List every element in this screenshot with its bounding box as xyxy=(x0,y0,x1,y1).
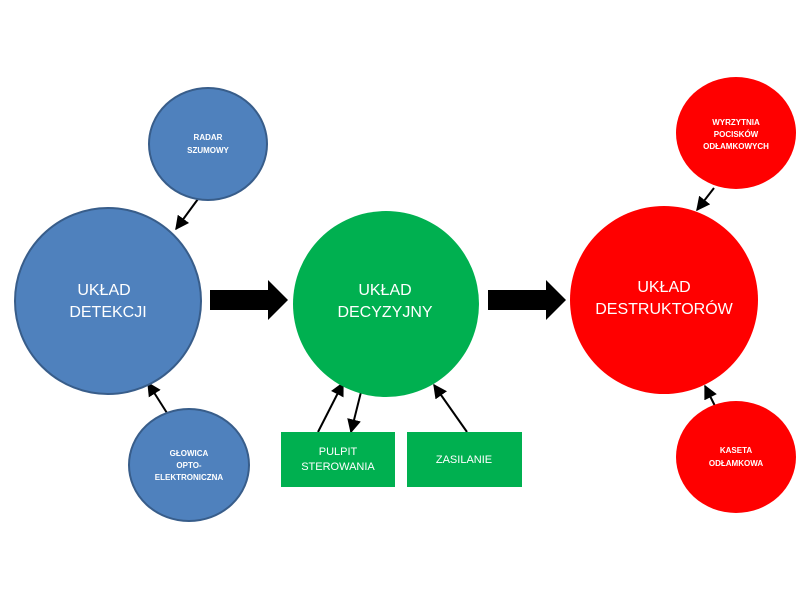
cassette-to-destructors-arrow xyxy=(704,384,717,409)
control-panel-node: PULPIT STEROWANIA xyxy=(281,432,395,487)
power-label: ZASILANIE xyxy=(436,454,492,466)
cassette-label-line1: KASETA xyxy=(720,446,753,455)
detection-label-line2: DETEKCJI xyxy=(69,304,146,321)
launcher-label-line1: WYRZYTNIA xyxy=(712,118,760,127)
radar-label-line2: SZUMOWY xyxy=(187,146,229,155)
destructors-label-line2: DESTRUKTORÓW xyxy=(595,299,733,318)
head-to-detection-arrow xyxy=(147,381,168,414)
cassette-node: KASETA ODŁAMKOWA xyxy=(676,401,796,513)
power-to-decision-arrow xyxy=(433,383,468,433)
head-label-line2: OPTO- xyxy=(176,461,202,470)
decision-to-panel-arrow xyxy=(347,387,363,434)
decision-node: UKŁAD DECYZYJNY xyxy=(293,211,479,397)
decision-label-line2: DECYZYJNY xyxy=(337,304,432,321)
head-node: GŁOWICA OPTO- ELEKTRONICZNA xyxy=(128,408,250,522)
detection-to-decision-block-arrow xyxy=(210,280,288,320)
radar-node: RADAR SZUMOWY xyxy=(148,87,268,201)
detection-label-line1: UKŁAD xyxy=(77,282,130,299)
control-panel-label-line1: PULPIT xyxy=(319,446,358,458)
launcher-to-destructors-arrow xyxy=(696,187,715,212)
decision-to-destructors-block-arrow xyxy=(488,280,566,320)
panel-to-decision-arrow xyxy=(317,381,344,433)
head-label-line1: GŁOWICA xyxy=(170,449,209,458)
head-label-line3: ELEKTRONICZNA xyxy=(155,473,224,482)
radar-label-line1: RADAR xyxy=(194,133,223,142)
detection-node: UKŁAD DETEKCJI xyxy=(14,207,202,395)
launcher-label-line3: ODŁAMKOWYCH xyxy=(703,142,769,151)
cassette-label-line2: ODŁAMKOWA xyxy=(709,459,763,468)
decision-label-line1: UKŁAD xyxy=(358,282,411,299)
destructors-node: UKŁAD DESTRUKTORÓW xyxy=(570,206,758,394)
control-panel-label-line2: STEROWANIA xyxy=(301,461,375,473)
destructors-label-line1: UKŁAD xyxy=(637,279,690,296)
launcher-label-line2: POCISKÓW xyxy=(714,130,759,139)
radar-to-detection-arrow xyxy=(175,198,199,231)
launcher-node: WYRZYTNIA POCISKÓW ODŁAMKOWYCH xyxy=(676,77,796,189)
power-node: ZASILANIE xyxy=(407,432,522,487)
